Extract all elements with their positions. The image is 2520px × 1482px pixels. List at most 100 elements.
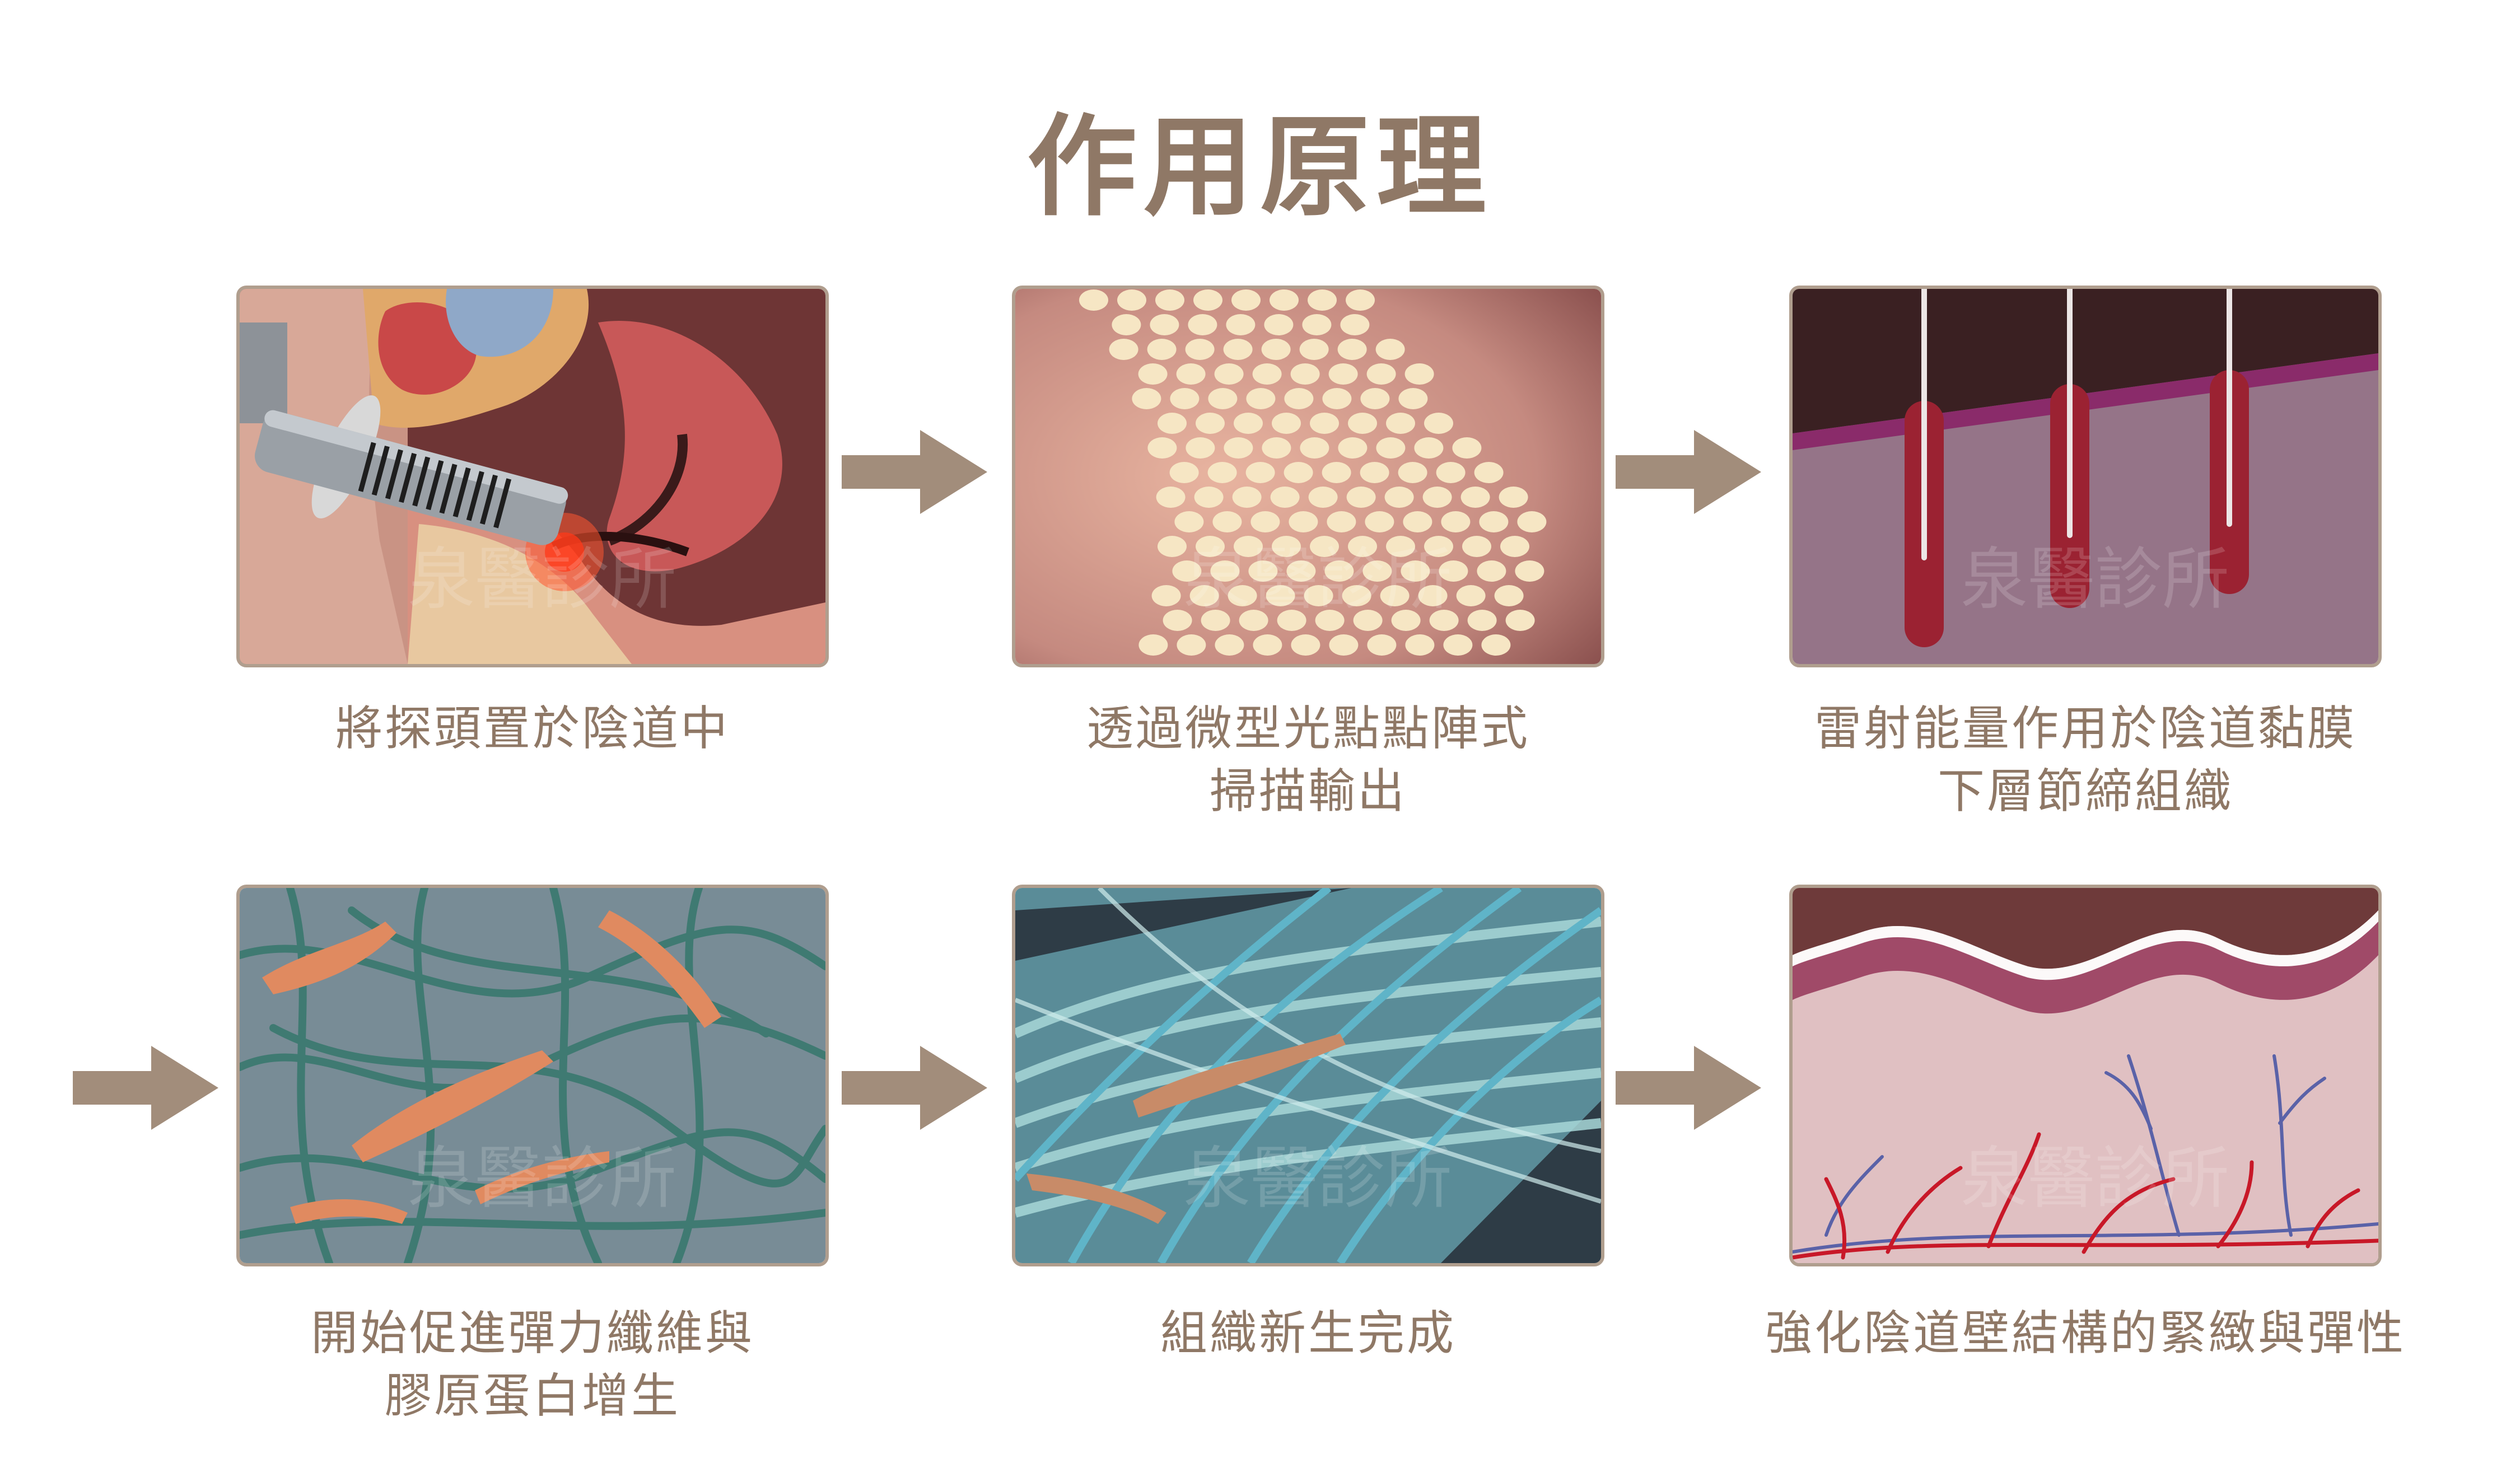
laser-dot xyxy=(1456,585,1486,606)
laser-dot xyxy=(1232,487,1262,508)
laser-dot xyxy=(1277,610,1306,631)
watermark-text: 泉醫診所 xyxy=(1183,542,1452,617)
laser-dot xyxy=(1439,560,1468,582)
laser-dot xyxy=(1214,363,1244,385)
laser-dot xyxy=(1322,462,1351,483)
laser-dot xyxy=(1360,462,1389,483)
laser-dot xyxy=(1424,413,1453,434)
laser-dot xyxy=(1228,585,1257,606)
laser-dot xyxy=(1172,560,1202,582)
laser-dot xyxy=(1266,585,1295,606)
laser-dot xyxy=(1262,437,1291,459)
laser-dot xyxy=(1338,437,1368,459)
laser-dot xyxy=(1481,634,1511,656)
laser-dot xyxy=(1429,610,1459,631)
laser-dot xyxy=(1208,388,1238,409)
laser-dot xyxy=(1346,487,1376,508)
laser-dot xyxy=(1234,536,1263,557)
page-title: 作用原理 xyxy=(1026,104,1493,231)
laser-dot xyxy=(1460,487,1490,508)
arrow-right-icon xyxy=(1616,430,1761,514)
laser-dot xyxy=(1174,511,1204,532)
laser-dot xyxy=(1196,413,1225,434)
laser-dot xyxy=(1272,413,1301,434)
step-4-caption: 開始促進彈力纖維與 膠原蛋白增生 xyxy=(169,1302,897,1427)
laser-dot xyxy=(1310,536,1339,557)
arrow-right-icon xyxy=(842,430,987,514)
laser-dot xyxy=(1079,289,1108,311)
laser-dot xyxy=(1169,462,1199,483)
laser-dot xyxy=(1155,289,1184,311)
laser-dot xyxy=(1324,560,1354,582)
caption-line: 組織新生完成 xyxy=(1160,1306,1456,1361)
step-3-caption: 雷射能量作用於陰道黏膜 下層節締組織 xyxy=(1721,697,2449,822)
laser-dot xyxy=(1151,585,1181,606)
step-1-caption: 將探頭置於陰道中 xyxy=(169,697,897,760)
laser-dot xyxy=(1289,511,1318,532)
laser-dot xyxy=(1185,339,1215,360)
laser-dot xyxy=(1210,560,1240,582)
arrow-right-icon xyxy=(842,1046,987,1130)
laser-dot xyxy=(1196,536,1225,557)
laser-dot xyxy=(1467,610,1497,631)
laser-dot xyxy=(1158,536,1187,557)
laser-dot xyxy=(1310,413,1339,434)
laser-dot xyxy=(1207,462,1237,483)
laser-dot xyxy=(1322,388,1352,409)
step-4-illustration: 泉醫診所 xyxy=(236,885,829,1266)
step-5-illustration: 泉醫診所 xyxy=(1012,885,1604,1266)
laser-dot xyxy=(1112,314,1141,335)
laser-dot xyxy=(1264,314,1294,335)
laser-dot xyxy=(1499,487,1528,508)
step-2-illustration: 泉醫診所 xyxy=(1012,286,1604,667)
watermark-text: 泉醫診所 xyxy=(408,1141,676,1216)
laser-dot xyxy=(1308,289,1337,311)
laser-dot xyxy=(1418,585,1448,606)
laser-dot xyxy=(1300,437,1329,459)
laser-dot xyxy=(1170,388,1200,409)
laser-dot xyxy=(1291,634,1320,656)
caption-line: 雷射能量作用於陰道黏膜 xyxy=(1814,701,2356,756)
laser-dot xyxy=(1147,437,1177,459)
laser-dot xyxy=(1286,560,1316,582)
laser-dot xyxy=(1239,610,1268,631)
laser-dot xyxy=(1246,388,1276,409)
laser-dot xyxy=(1365,511,1394,532)
laser-dot xyxy=(1517,511,1547,532)
laser-dot xyxy=(1224,437,1253,459)
laser-dot xyxy=(1384,487,1414,508)
laser-dot xyxy=(1163,610,1192,631)
laser-dot xyxy=(1422,487,1452,508)
laser-dot xyxy=(1193,289,1222,311)
laser-dot xyxy=(1186,437,1215,459)
laser-dot xyxy=(1250,511,1280,532)
laser-dot xyxy=(1353,610,1383,631)
laser-dot xyxy=(1223,339,1253,360)
laser-dot xyxy=(1150,314,1179,335)
laser-dot xyxy=(1348,536,1377,557)
laser-dot xyxy=(1177,634,1206,656)
laser-dot xyxy=(1315,610,1345,631)
laser-dot xyxy=(1494,585,1524,606)
laser-dot xyxy=(1245,462,1275,483)
laser-dot xyxy=(1380,585,1410,606)
laser-dot xyxy=(1414,437,1444,459)
laser-dot xyxy=(1342,585,1371,606)
laser-dot xyxy=(1329,634,1359,656)
laser-dot xyxy=(1248,560,1278,582)
laser-dot xyxy=(1290,363,1320,385)
laser-dot xyxy=(1252,363,1282,385)
laser-dot xyxy=(1302,314,1332,335)
caption-line: 將探頭置於陰道中 xyxy=(335,701,730,756)
laser-dot xyxy=(1391,610,1421,631)
laser-dot xyxy=(1215,634,1244,656)
step-6-caption: 強化陰道壁結構的緊緻與彈性 xyxy=(1721,1302,2449,1364)
laser-dot xyxy=(1462,536,1491,557)
laser-dot xyxy=(1436,462,1466,483)
step-2-caption: 透過微型光點點陣式 掃描輸出 xyxy=(944,697,1672,822)
laser-dot xyxy=(1441,511,1471,532)
laser-dot xyxy=(1398,462,1427,483)
watermark-text: 泉醫診所 xyxy=(1961,542,2229,617)
laser-dot xyxy=(1270,289,1299,311)
laser-dot xyxy=(1234,413,1263,434)
